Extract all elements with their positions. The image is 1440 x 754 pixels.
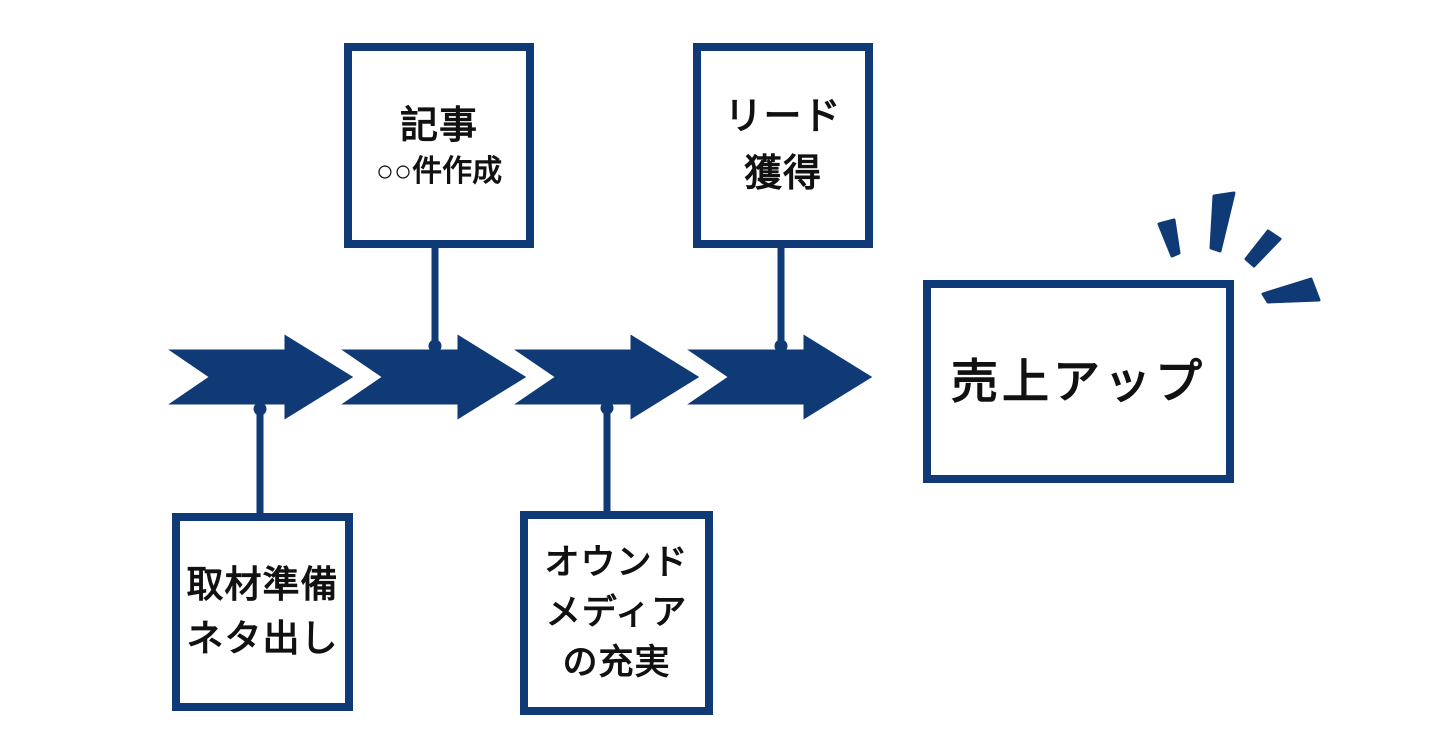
node-sales-label: 売上アップ (951, 355, 1206, 408)
burst-stroke-3 (1244, 229, 1282, 268)
connector-tip (253, 402, 267, 416)
node-article-label-line1: 記事 (399, 105, 478, 148)
flow-arrow-4 (670, 325, 882, 429)
node-prep-box: 取材準備 ネタ出し (172, 513, 353, 711)
node-lead-label-line1: リード (724, 95, 842, 138)
burst-stroke-2 (1209, 191, 1236, 253)
node-media-box: オウンド メディア の充実 (520, 511, 713, 715)
connector-tip (428, 339, 442, 353)
emphasis-burst-icon (1157, 191, 1321, 304)
node-media-label-line2: メディア (545, 592, 688, 632)
node-prep-label-line1: 取材準備 (186, 564, 339, 606)
node-connectors (253, 243, 788, 517)
flow-arrow-2 (324, 325, 536, 429)
node-lead-label-line2: 獲得 (743, 152, 822, 195)
node-prep-label-line2: ネタ出し (186, 618, 339, 659)
connector-prep (253, 402, 267, 517)
burst-stroke-1 (1157, 218, 1181, 258)
connector-article (428, 243, 442, 353)
node-media-label-line1: オウンド (544, 542, 689, 582)
connector-media (600, 401, 614, 515)
node-sales-result-box: 売上アップ (923, 280, 1234, 483)
flow-arrow-1 (151, 325, 363, 429)
flow-arrow-3 (497, 325, 709, 429)
burst-stroke-4 (1261, 277, 1321, 304)
connector-tip (600, 401, 614, 415)
node-media-label-line3: の充実 (562, 643, 671, 683)
node-article-box: 記事 ○○件作成 (344, 43, 534, 248)
node-lead-box: リード 獲得 (693, 43, 873, 248)
connector-tip (774, 339, 788, 353)
flow-arrows (151, 325, 882, 429)
connector-lead (774, 243, 788, 353)
node-article-label-line2: ○○件作成 (375, 155, 503, 189)
